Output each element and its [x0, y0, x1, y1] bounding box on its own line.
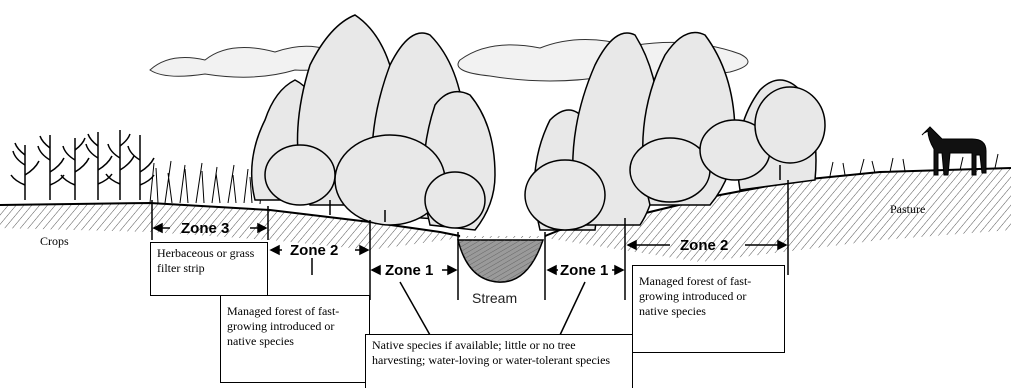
zone2-right-description: Managed forest of fast-growing introduce…: [639, 274, 751, 318]
zone1-left-label: Zone 1: [385, 262, 433, 279]
zone2-right-label: Zone 2: [680, 237, 728, 254]
zone1-description-box: Native species if available; little or n…: [365, 334, 633, 388]
horse-icon: [922, 127, 986, 175]
zone3-label: Zone 3: [181, 220, 229, 237]
pasture-label: Pasture: [890, 202, 925, 216]
zone3-description: Herbaceous or grass filter strip: [157, 246, 254, 275]
zone3-description-box: Herbaceous or grass filter strip: [150, 242, 268, 296]
grass-strip: [150, 161, 263, 204]
crops-label: Crops: [40, 234, 69, 248]
crops-illustration: [11, 130, 154, 200]
left-forest: [252, 15, 495, 230]
zone1-description: Native species if available; little or n…: [372, 338, 610, 367]
zone1-right-label: Zone 1: [560, 262, 608, 279]
zone2-left-description-box: Managed forest of fast-growing introduce…: [220, 295, 370, 383]
stream-channel: [458, 240, 543, 282]
stream-label: Stream: [472, 290, 517, 306]
zone2-right-description-box: Managed forest of fast-growing introduce…: [632, 265, 785, 353]
zone2-left-description: Managed forest of fast-growing introduce…: [227, 304, 339, 348]
zone2-left-label: Zone 2: [290, 242, 338, 259]
